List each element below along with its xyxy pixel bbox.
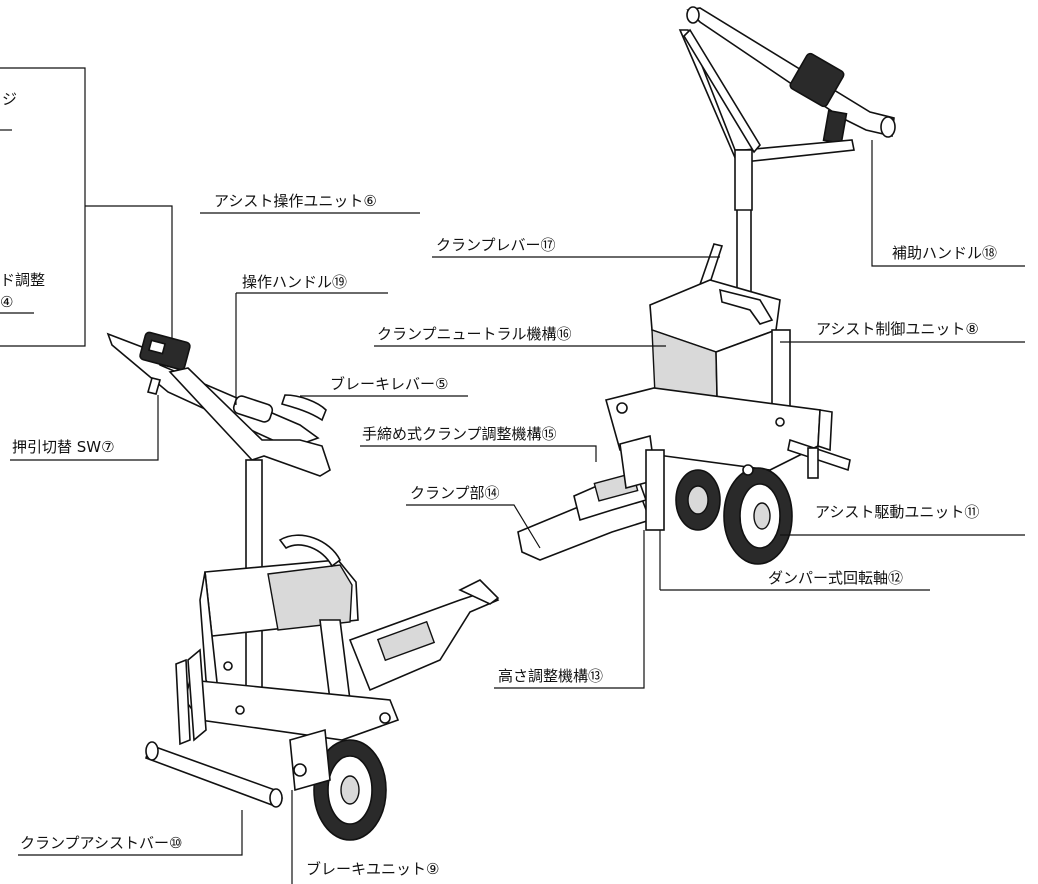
label-height-adjust-mechanism: 高さ調整機構⑬ [498, 667, 604, 685]
left-machine-illustration [106, 331, 500, 841]
label-box-text-2: ド調整 [0, 271, 46, 289]
label-clamp-neutral-mechanism: クランプニュートラル機構⑯ [377, 325, 572, 343]
label-clamp-lever: クランプレバー⑰ [436, 236, 556, 254]
label-clamp-part: クランプ部⑭ [410, 484, 500, 502]
label-brake-lever: ブレーキレバー⑤ [330, 375, 449, 393]
label-brake-unit: ブレーキユニット⑨ [306, 860, 440, 878]
label-damper-rotation-axis: ダンパー式回転軸⑫ [768, 569, 904, 587]
label-operation-handle: 操作ハンドル⑲ [242, 273, 348, 291]
label-assist-drive-unit: アシスト駆動ユニット⑪ [815, 503, 980, 521]
label-box-text-3: ④ [0, 293, 14, 311]
label-assist-control-unit: アシスト制御ユニット⑧ [816, 320, 979, 338]
label-box-text-1: ジ [2, 90, 18, 108]
partial-callout-box [0, 67, 173, 356]
label-assist-operation-unit: アシスト操作ユニット⑥ [214, 192, 377, 210]
label-aux-handle: 補助ハンドル⑱ [892, 244, 998, 262]
right-machine-illustration [517, 6, 896, 565]
label-clamp-assist-bar: クランプアシストバー⑩ [20, 834, 183, 852]
leader-lines [10, 140, 1025, 884]
label-manual-clamp-adjuster: 手締め式クランプ調整機構⑮ [362, 425, 557, 443]
label-push-pull-switch: 押引切替 SW⑦ [12, 438, 115, 456]
